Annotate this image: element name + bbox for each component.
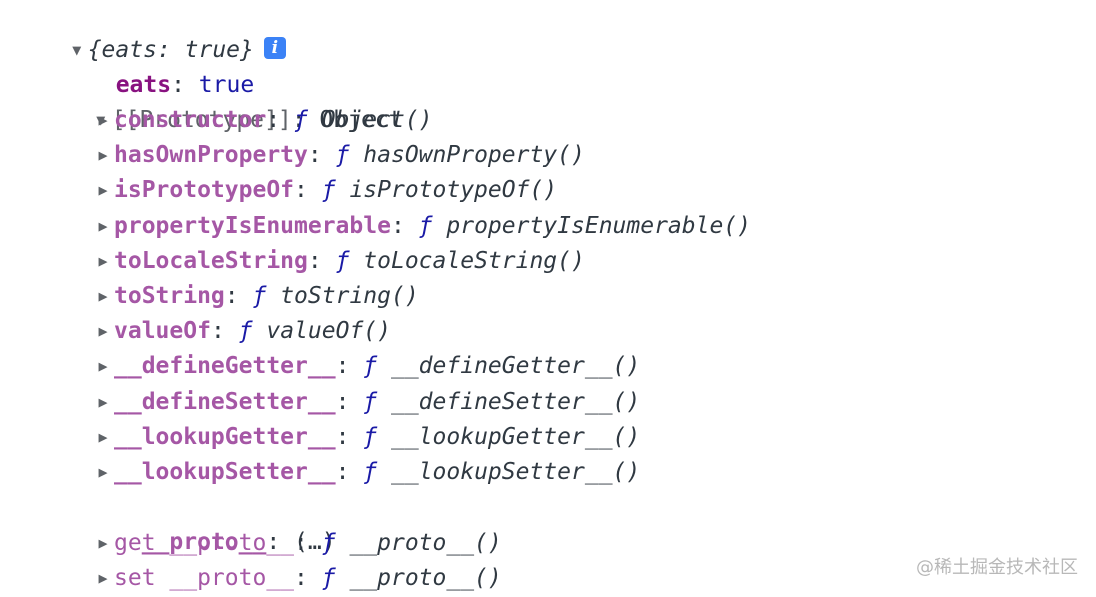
prototype-method-row[interactable]: ▶ set __proto__: ƒ __proto__() bbox=[92, 561, 502, 596]
expand-triangle-right-icon[interactable]: ▶ bbox=[98, 146, 108, 165]
expand-triangle-right-icon[interactable]: ▶ bbox=[98, 463, 108, 481]
expand-triangle-right-icon[interactable]: ▶ bbox=[98, 322, 108, 341]
method-signature: valueOf() bbox=[266, 318, 391, 345]
property-value: true bbox=[198, 72, 255, 98]
function-marker-icon: ƒ bbox=[294, 107, 308, 133]
method-separator: : bbox=[307, 247, 336, 274]
expand-triangle-right-icon[interactable]: ▶ bbox=[98, 534, 108, 552]
method-separator: : bbox=[294, 177, 322, 204]
function-marker-icon: ƒ bbox=[363, 388, 378, 415]
prototype-method-row[interactable]: ▶ toString: ƒ toString() bbox=[92, 279, 419, 314]
method-signature: __defineGetter__() bbox=[390, 353, 641, 380]
method-separator: : bbox=[390, 212, 419, 239]
prototype-method-row[interactable]: ▶ propertyIsEnumerable: ƒ propertyIsEnume… bbox=[92, 209, 751, 244]
expand-triangle-right-icon[interactable]: ▶ bbox=[98, 251, 108, 270]
method-separator: : bbox=[294, 530, 322, 556]
prototype-method-row[interactable]: ▶ __lookupSetter__: ƒ __lookupSetter__() bbox=[92, 455, 640, 490]
function-marker-icon: ƒ bbox=[335, 142, 350, 169]
expand-triangle-right-icon[interactable]: ▶ bbox=[98, 216, 108, 235]
method-key: get __proto__ bbox=[114, 530, 295, 556]
function-marker-icon: ƒ bbox=[363, 459, 378, 485]
expand-triangle-down-icon[interactable]: ▼ bbox=[96, 111, 106, 129]
prototype-method-row[interactable]: ▶ get __proto__: ƒ __proto__() bbox=[92, 526, 502, 561]
method-signature: toLocaleString() bbox=[363, 247, 585, 274]
function-marker-icon: ƒ bbox=[321, 177, 336, 204]
function-marker-icon: ƒ bbox=[238, 318, 253, 345]
expand-triangle-right-icon[interactable]: ▶ bbox=[98, 181, 108, 200]
proto-lazy-value[interactable]: (…) bbox=[294, 529, 336, 555]
function-marker-icon: ƒ bbox=[363, 353, 378, 380]
expand-triangle-right-icon[interactable]: ▶ bbox=[98, 111, 108, 129]
method-key: hasOwnProperty bbox=[114, 142, 308, 169]
method-signature: __defineSetter__() bbox=[390, 388, 641, 415]
prototype-value: Object bbox=[319, 107, 403, 133]
own-property-row[interactable]: eats: true bbox=[66, 33, 254, 98]
method-signature: isPrototypeOf() bbox=[349, 177, 558, 204]
prototype-method-row[interactable]: ▶ __lookupGetter__: ƒ __lookupGetter__() bbox=[92, 420, 640, 455]
method-separator: : bbox=[266, 107, 295, 133]
info-icon[interactable]: i bbox=[263, 36, 286, 59]
root-object-summary: {eats: true} bbox=[87, 37, 254, 63]
method-key: propertyIsEnumerable bbox=[114, 212, 391, 239]
root-object-row[interactable]: ▼ {eats: true} i bbox=[38, 0, 286, 63]
method-separator: : bbox=[307, 142, 336, 169]
method-key: __defineSetter__ bbox=[114, 388, 336, 415]
method-separator: : bbox=[294, 565, 322, 591]
method-key: constructor bbox=[114, 107, 267, 133]
expand-triangle-right-icon[interactable]: ▶ bbox=[98, 287, 108, 305]
method-signature: __proto__() bbox=[349, 530, 502, 556]
function-marker-icon: ƒ bbox=[252, 283, 267, 309]
prototype-method-row[interactable]: ▶ toLocaleString: ƒ toLocaleString() bbox=[92, 244, 585, 279]
expand-triangle-right-icon[interactable]: ▶ bbox=[98, 427, 108, 446]
watermark: @稀土掘金技术社区 bbox=[916, 557, 1078, 578]
prototype-method-row[interactable]: ▶ hasOwnProperty: ƒ hasOwnProperty() bbox=[92, 138, 585, 173]
property-separator: : bbox=[171, 72, 199, 98]
method-signature: toString() bbox=[280, 283, 419, 309]
prototype-method-row[interactable]: ▶ isPrototypeOf: ƒ isPrototypeOf() bbox=[92, 173, 557, 208]
method-separator: : bbox=[335, 353, 364, 380]
function-marker-icon: ƒ bbox=[418, 212, 433, 239]
method-key: toString bbox=[114, 283, 225, 309]
method-key: __lookupGetter__ bbox=[114, 423, 336, 450]
function-marker-icon: ƒ bbox=[321, 565, 336, 591]
prototype-key: [[Prototype]] bbox=[111, 107, 292, 133]
method-key: valueOf bbox=[114, 318, 211, 345]
method-key: __defineGetter__ bbox=[114, 353, 336, 380]
expand-triangle-right-icon[interactable]: ▶ bbox=[98, 392, 108, 411]
prototype-method-row[interactable]: ▶ constructor: ƒ Object() bbox=[92, 103, 433, 138]
expand-triangle-right-icon[interactable]: ▶ bbox=[98, 569, 108, 587]
method-key: toLocaleString bbox=[114, 247, 308, 274]
method-signature: Object() bbox=[321, 107, 433, 133]
method-key: isPrototypeOf bbox=[114, 177, 295, 204]
method-separator: : bbox=[210, 318, 239, 345]
method-separator: : bbox=[224, 283, 253, 309]
method-separator: : bbox=[335, 459, 364, 485]
method-signature: __lookupSetter__() bbox=[390, 459, 641, 485]
method-key: __lookupSetter__ bbox=[114, 459, 336, 485]
method-signature: hasOwnProperty() bbox=[363, 142, 585, 169]
prototype-row[interactable]: ▼ [[Prototype]]: Object bbox=[62, 68, 402, 133]
prototype-separator: : bbox=[291, 107, 320, 133]
property-key: eats bbox=[115, 72, 172, 98]
prototype-method-row[interactable]: ▶ __defineGetter__: ƒ __defineGetter__() bbox=[92, 349, 640, 384]
proto-property-row[interactable]: __proto__: (…) bbox=[92, 490, 336, 555]
prototype-method-row[interactable]: ▶ valueOf: ƒ valueOf() bbox=[92, 314, 391, 349]
proto-key: __proto__ bbox=[141, 529, 267, 555]
method-separator: : bbox=[335, 388, 364, 415]
function-marker-icon: ƒ bbox=[321, 530, 336, 556]
function-marker-icon: ƒ bbox=[335, 247, 350, 274]
prototype-method-row[interactable]: ▶ __defineSetter__: ƒ __defineSetter__() bbox=[92, 385, 640, 420]
method-signature: __proto__() bbox=[349, 565, 502, 591]
function-marker-icon: ƒ bbox=[363, 423, 378, 450]
expand-triangle-right-icon[interactable]: ▶ bbox=[98, 357, 108, 376]
expand-triangle-down-icon[interactable]: ▼ bbox=[72, 41, 82, 59]
method-key: set __proto__ bbox=[114, 565, 295, 591]
method-signature: __lookupGetter__() bbox=[390, 423, 641, 450]
method-separator: : bbox=[335, 423, 364, 450]
proto-separator: : bbox=[266, 529, 295, 555]
method-signature: propertyIsEnumerable() bbox=[446, 212, 752, 239]
